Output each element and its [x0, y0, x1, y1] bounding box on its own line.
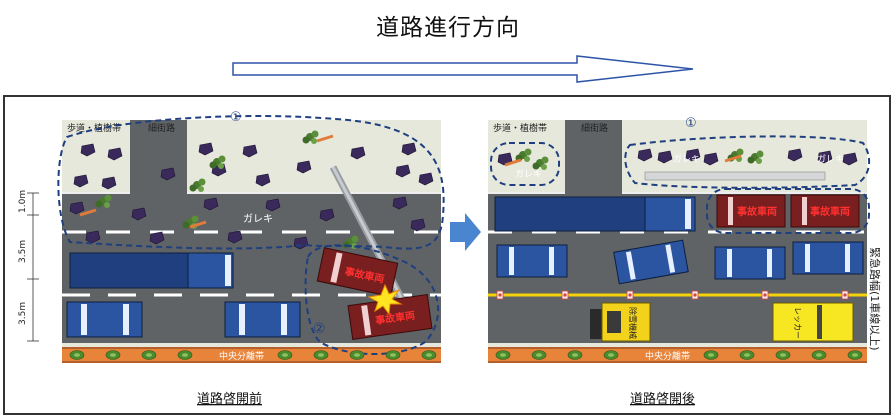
marker-1: ① [685, 116, 697, 131]
debris-label: ガレキ [817, 154, 844, 165]
dimension-annotations: 1.0m 3.5m 3.5m [18, 190, 39, 342]
collision-icon [367, 283, 403, 316]
guardrail [644, 171, 826, 181]
emergency-width-label: 緊急路幅(1車線以上) [868, 247, 882, 351]
dim-lane-2: 3.5m [18, 302, 28, 325]
marker-1: ① [230, 110, 242, 125]
after-caption: 道路啓開後 [630, 391, 695, 407]
truck [494, 196, 696, 232]
tow-truck: レッカー [772, 302, 854, 342]
after-panel: 歩道・植樹帯 細街路 ① ガレキ ガレキ ガレキ 事故車両 事故車両 [488, 116, 871, 407]
wreck-label: 事故車両 [810, 205, 850, 218]
accident-zone-outline [304, 244, 439, 355]
debris-zone-outline [57, 115, 445, 250]
car [66, 301, 143, 338]
car [496, 244, 568, 278]
median-label: 中央分離帯 [645, 350, 690, 362]
debris-label: ガレキ [243, 213, 273, 225]
wrecked-car: 事故車両 [316, 247, 399, 298]
debris-label: ガレキ [673, 154, 700, 165]
car [613, 239, 689, 285]
alley-label: 細街路 [581, 122, 608, 134]
debris-label: ガレキ [515, 169, 542, 180]
snow-removal-vehicle: 除雪機械 [590, 302, 651, 342]
direction-title: 道路進行方向 [376, 15, 520, 41]
marker-2: ② [313, 321, 326, 337]
alley-label: 細街路 [148, 122, 175, 134]
tow-truck-label: レッカー [793, 307, 802, 339]
car [224, 301, 301, 338]
car [792, 241, 864, 275]
wrecked-car: 事故車両 [716, 194, 786, 228]
median-label: 中央分離帯 [219, 350, 264, 362]
wrecked-car: 事故車両 [347, 294, 433, 340]
snow-removal-label: 除雪機械 [628, 307, 638, 339]
dim-lane-1: 3.5m [18, 240, 28, 263]
car [714, 246, 786, 280]
before-caption: 道路啓開前 [197, 391, 262, 407]
sidewalk-label: 歩道・植樹帯 [493, 122, 547, 134]
alley-road [130, 120, 187, 195]
wrecked-car: 事故車両 [790, 194, 860, 228]
wreck-label: 事故車両 [737, 205, 777, 218]
direction-arrow [232, 55, 694, 83]
diagram-frame: 歩道・植樹帯 細街路 ① ガレキ [3, 95, 891, 415]
truck [69, 252, 234, 289]
dim-sidewalk: 1.0m [18, 190, 28, 213]
sidewalk-label: 歩道・植樹帯 [67, 122, 121, 134]
before-panel: 歩道・植樹帯 細街路 ① ガレキ [57, 110, 445, 407]
transition-arrow [450, 213, 481, 251]
